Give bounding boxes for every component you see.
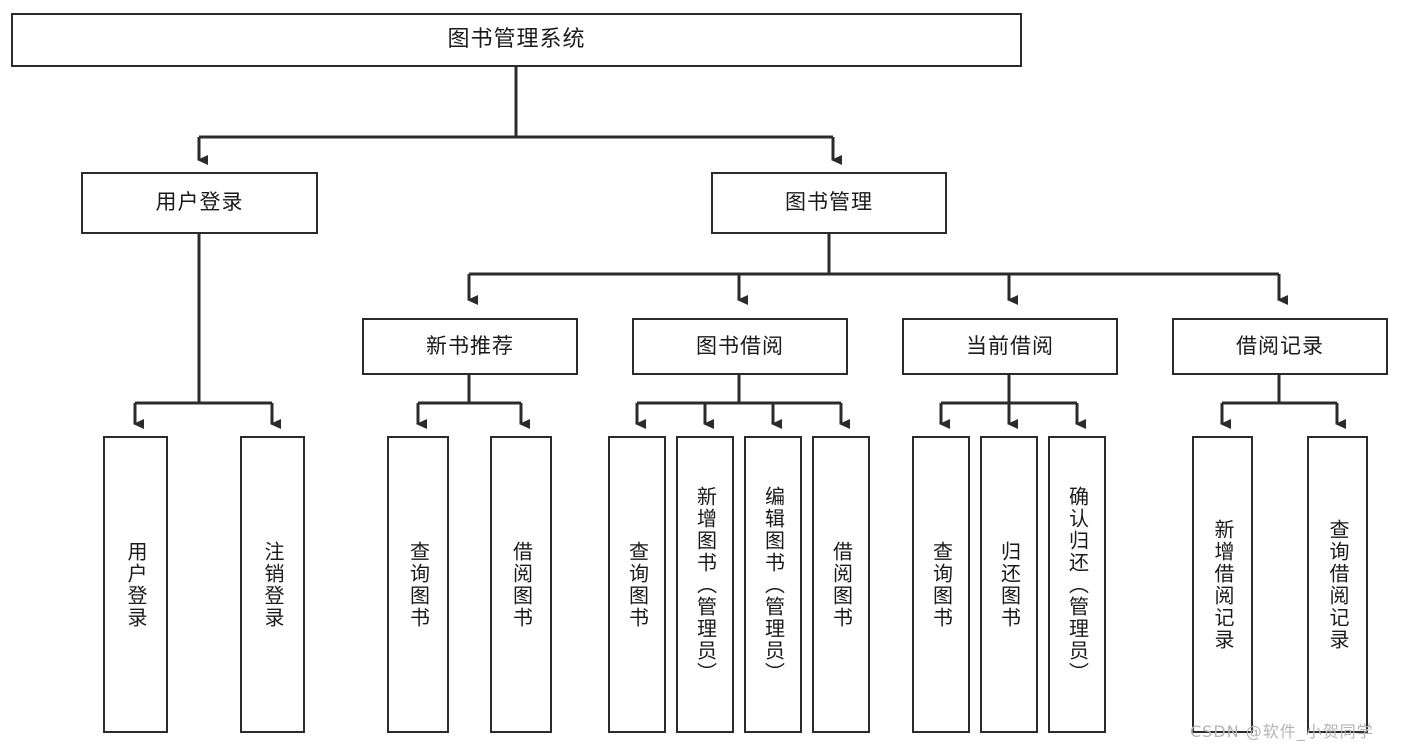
leaf-book-borrow-query: 查询图书 [608, 436, 666, 733]
leaf-current-borrow-return: 归还图书 [980, 436, 1038, 733]
node-label: 查询图书 [929, 540, 954, 629]
node-label: 图书借阅 [696, 333, 784, 358]
node-label: 借阅记录 [1236, 333, 1324, 358]
node-user-login: 用户登录 [81, 172, 318, 234]
node-label: 新增借阅记录 [1211, 518, 1235, 651]
node-book-management: 图书管理 [711, 172, 947, 234]
node-current-borrow: 当前借阅 [902, 318, 1118, 375]
leaf-borrow-record-query: 查询借阅记录 [1307, 436, 1368, 733]
node-root-system: 图书管理系统 [11, 13, 1022, 67]
node-label: 查询图书 [625, 540, 650, 629]
leaf-borrow-record-add: 新增借阅记录 [1192, 436, 1253, 733]
node-book-borrow: 图书借阅 [632, 318, 848, 375]
node-label: 借阅图书 [509, 540, 534, 629]
leaf-book-borrow-add: 新增图书（管理员） [676, 436, 734, 733]
node-label: 图书管理 [785, 190, 873, 215]
node-label: 注销登录 [261, 540, 285, 629]
node-label: 确认归还（管理员） [1065, 485, 1090, 684]
node-borrow-record: 借阅记录 [1172, 318, 1388, 375]
leaf-current-borrow-query: 查询图书 [912, 436, 970, 733]
node-label: 查询图书 [406, 540, 431, 629]
leaf-user-login-login: 用户登录 [103, 436, 168, 733]
node-label: 查询借阅记录 [1326, 518, 1350, 651]
node-label: 用户登录 [124, 540, 148, 629]
leaf-book-borrow-edit: 编辑图书（管理员） [744, 436, 802, 733]
leaf-new-book-query: 查询图书 [387, 436, 449, 733]
leaf-user-login-logout: 注销登录 [240, 436, 305, 733]
node-label: 图书管理系统 [447, 26, 586, 52]
leaf-new-book-borrow: 借阅图书 [490, 436, 552, 733]
leaf-book-borrow-borrow: 借阅图书 [812, 436, 870, 733]
node-label: 归还图书 [997, 540, 1022, 629]
watermark-text: CSDN @软件_小贺同学 [1190, 722, 1374, 741]
node-label: 借阅图书 [829, 540, 854, 629]
node-label: 用户登录 [155, 190, 244, 215]
node-label: 新增图书（管理员） [693, 485, 718, 684]
node-new-book-recommend: 新书推荐 [362, 318, 578, 375]
node-label: 新书推荐 [426, 333, 514, 358]
node-label: 当前借阅 [966, 333, 1054, 358]
node-label: 编辑图书（管理员） [761, 485, 786, 684]
leaf-current-borrow-confirm-return: 确认归还（管理员） [1048, 436, 1106, 733]
